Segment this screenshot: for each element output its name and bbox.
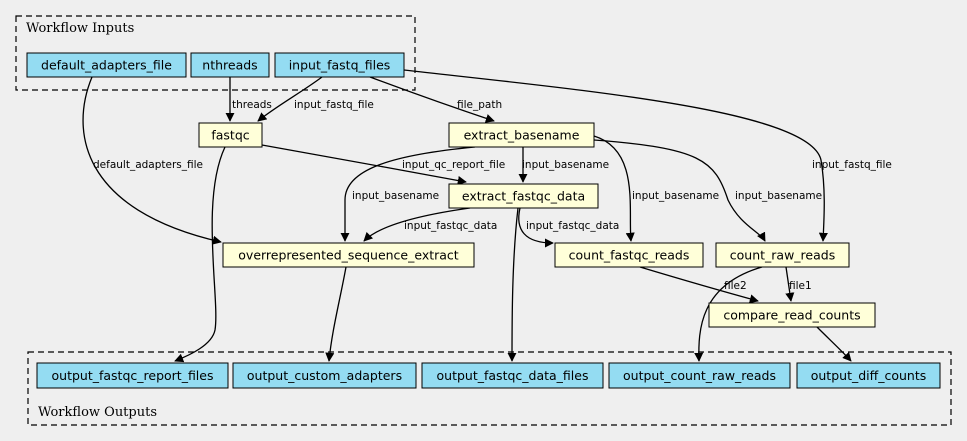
edge-input_fastq_files-to-fastqc: [257, 76, 323, 122]
node-box-input-fastq-files[interactable]: [274, 52, 405, 78]
node-label-nthreads: nthreads: [202, 58, 257, 73]
edge-fastqc-to-extract_fastqc_data: [261, 144, 467, 186]
cluster-label-outputs: Workflow Outputs: [38, 405, 157, 420]
node-box-output-fastqc-data-files[interactable]: [421, 362, 604, 389]
edge-extract_basename-to-overrepresented_sequence_extract: [340, 146, 476, 242]
edge-overrepresented_sequence_extract-to-output_custom_adapters: [325, 266, 347, 362]
edge-compare_read_counts-to-output_diff_counts: [816, 326, 852, 362]
node-default-adapters-file[interactable]: default_adapters_file: [26, 52, 187, 78]
node-box-extract-basename[interactable]: [448, 122, 595, 148]
edge-label-input_fastq_files-to-count_raw_reads: input_fastq_file: [812, 159, 892, 171]
node-box-default-adapters-file[interactable]: [26, 52, 187, 78]
edge-input_fastq_files-to-extract_basename: [369, 76, 495, 123]
node-compare-read-counts[interactable]: compare_read_counts: [708, 302, 876, 328]
node-label-overrepresented-sequence-extract: overrepresented_sequence_extract: [238, 248, 459, 263]
edge-label-input_fastq_files-to-extract_basename: file_path: [457, 99, 502, 111]
node-label-output-count-raw-reads: output_count_raw_reads: [623, 368, 776, 383]
node-output-fastqc-report-files[interactable]: output_fastqc_report_files: [36, 362, 229, 389]
node-overrepresented-sequence-extract[interactable]: overrepresented_sequence_extract: [222, 242, 475, 268]
edge-labels-layer: threads input_fastq_file file_path input_fa…: [93, 99, 892, 292]
node-output-fastqc-data-files[interactable]: output_fastqc_data_files: [421, 362, 604, 389]
edge-extract_basename-to-count_fastqc_reads: [593, 135, 635, 242]
node-box-output-fastqc-report-files[interactable]: [36, 362, 229, 389]
edge-count_raw_reads-to-output_count_raw_reads: [694, 266, 763, 362]
edge-label-extract_fastqc_data-to-count_fastqc_reads: input_fastqc_data: [526, 220, 619, 232]
node-label-output-fastqc-report-files: output_fastqc_report_files: [52, 368, 214, 383]
edge-label-input_fastq_files-to-fastqc: input_fastq_file: [294, 99, 374, 111]
node-count-raw-reads[interactable]: count_raw_reads: [715, 242, 850, 268]
node-label-output-fastqc-data-files: output_fastqc_data_files: [437, 368, 589, 383]
node-fastqc[interactable]: fastqc: [198, 122, 263, 148]
edge-extract_fastqc_data-to-count_fastqc_reads: [518, 207, 554, 248]
node-box-nthreads[interactable]: [190, 52, 270, 78]
node-box-output-diff-counts[interactable]: [796, 362, 941, 389]
edge-label-extract_fastqc_data-to-overrepresented_sequence_extract: input_fastqc_data: [404, 220, 497, 232]
node-count-fastqc-reads[interactable]: count_fastqc_reads: [554, 242, 704, 268]
node-box-compare-read-counts[interactable]: [708, 302, 876, 328]
edge-label-extract_basename-to-extract_fastqc_data: input_basename: [522, 159, 609, 171]
node-box-extract-fastqc-data[interactable]: [448, 183, 599, 209]
node-label-extract-basename: extract_basename: [464, 128, 580, 143]
node-extract-basename[interactable]: extract_basename: [448, 122, 595, 148]
edge-fastqc-to-output_fastqc_report_files: [174, 146, 226, 363]
node-label-compare-read-counts: compare_read_counts: [723, 308, 860, 323]
node-box-count-fastqc-reads[interactable]: [554, 242, 704, 268]
node-box-output-custom-adapters[interactable]: [232, 362, 417, 389]
node-output-custom-adapters[interactable]: output_custom_adapters: [232, 362, 417, 389]
nodes-layer: default_adapters_file nthreads input_fastq…: [26, 52, 941, 389]
edge-label-extract_basename-to-overrepresented_sequence_extract: input_basename: [352, 190, 439, 202]
node-label-extract-fastqc-data: extract_fastqc_data: [462, 189, 585, 204]
edge-label-extract_basename-to-count_raw_reads: input_basename: [735, 190, 822, 202]
node-label-fastqc: fastqc: [211, 128, 249, 143]
edge-label-default_adapters_file-to-overrepresented_sequence_extract: default_adapters_file: [93, 159, 203, 171]
node-label-output-diff-counts: output_diff_counts: [811, 368, 927, 383]
edge-input_fastq_files-to-count_raw_reads: [403, 69, 828, 242]
edge-extract_fastqc_data-to-output_fastqc_data_files: [507, 207, 519, 362]
edges-layer: [82, 69, 852, 363]
cluster-label-inputs: Workflow Inputs: [26, 21, 134, 36]
edge-label-count_raw_reads-to-compare_read_counts: file1: [789, 280, 812, 292]
edge-label-count_fastqc_reads-to-compare_read_counts: file2: [724, 280, 747, 292]
edge-extract_basename-to-count_raw_reads: [593, 139, 766, 242]
node-label-input-fastq-files: input_fastq_files: [289, 58, 391, 73]
node-extract-fastqc-data[interactable]: extract_fastqc_data: [448, 183, 599, 209]
edge-count_raw_reads-to-compare_read_counts: [785, 266, 795, 302]
node-output-count-raw-reads[interactable]: output_count_raw_reads: [608, 362, 791, 389]
node-input-fastq-files[interactable]: input_fastq_files: [274, 52, 405, 78]
edge-count_fastqc_reads-to-compare_read_counts: [639, 266, 759, 304]
node-nthreads[interactable]: nthreads: [190, 52, 270, 78]
cluster-workflow-inputs: Workflow Inputs: [15, 15, 416, 91]
node-box-overrepresented-sequence-extract[interactable]: [222, 242, 475, 268]
edge-label-fastqc-to-extract_fastqc_data: input_qc_report_file: [402, 159, 505, 171]
node-label-count-fastqc-reads: count_fastqc_reads: [569, 248, 690, 263]
node-box-fastqc[interactable]: [198, 122, 263, 148]
edge-label-extract_basename-to-count_fastqc_reads: input_basename: [632, 190, 719, 202]
node-box-count-raw-reads[interactable]: [715, 242, 850, 268]
edge-default_adapters_file-to-overrepresented_sequence_extract: [82, 76, 222, 245]
node-label-count-raw-reads: count_raw_reads: [730, 248, 835, 263]
node-label-output-custom-adapters: output_custom_adapters: [247, 368, 402, 383]
node-output-diff-counts[interactable]: output_diff_counts: [796, 362, 941, 389]
node-box-output-count-raw-reads[interactable]: [608, 362, 791, 389]
node-label-default-adapters-file: default_adapters_file: [41, 58, 172, 73]
cluster-workflow-outputs: Workflow Outputs: [27, 351, 952, 426]
edge-extract_fastqc_data-to-overrepresented_sequence_extract: [363, 207, 471, 242]
edge-label-nthreads-to-fastqc: threads: [232, 99, 272, 111]
